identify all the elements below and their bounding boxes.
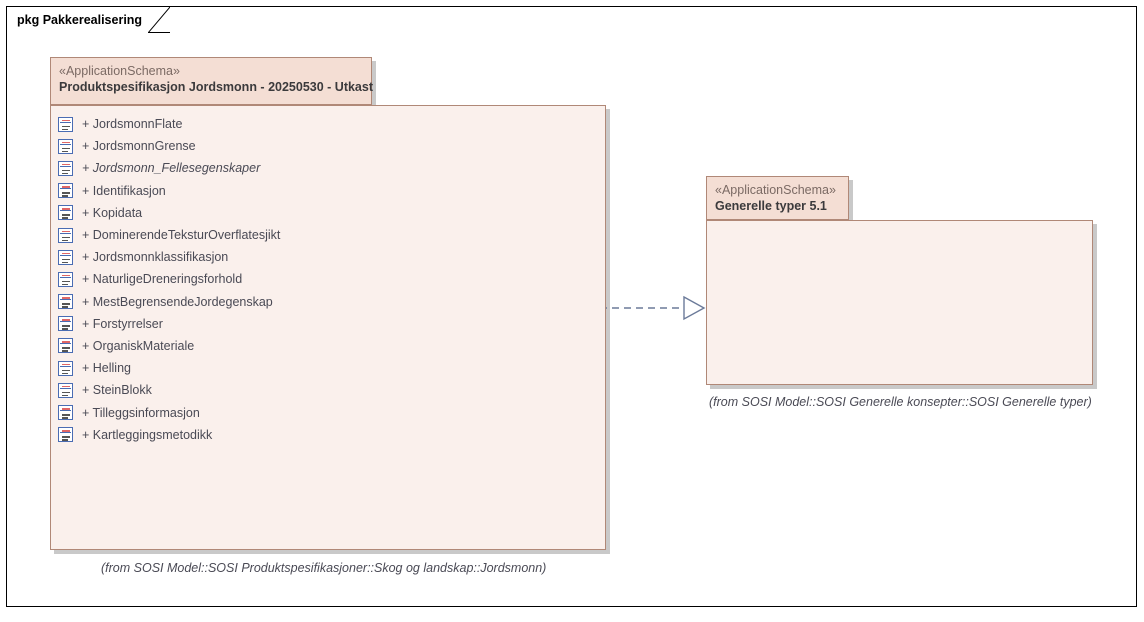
- list-item[interactable]: + SteinBlokk: [58, 379, 280, 401]
- list-item-label: + Kartleggingsmetodikk: [82, 427, 213, 442]
- package-caption: (from SOSI Model::SOSI Generelle konsept…: [709, 395, 1092, 409]
- list-item-label: + NaturligeDreneringsforhold: [82, 272, 243, 287]
- package-header[interactable]: «ApplicationSchema» Generelle typer 5.1: [706, 176, 849, 220]
- list-item-label: + Tilleggsinformasjon: [82, 405, 200, 420]
- class-icon: [58, 138, 73, 154]
- list-item[interactable]: + Helling: [58, 357, 280, 379]
- list-item[interactable]: + Kopidata: [58, 202, 280, 224]
- package-body: [706, 220, 1093, 385]
- list-item[interactable]: + Kartleggingsmetodikk: [58, 424, 280, 446]
- package-title: Produktspesifikasjon Jordsmonn - 2025053…: [59, 79, 373, 94]
- class-icon: [58, 249, 73, 265]
- list-item-label: + Jordsmonnklassifikasjon: [82, 250, 229, 265]
- list-item-label: + Forstyrrelser: [82, 316, 163, 331]
- package-frame-tab: pkg Pakkerealisering: [6, 6, 171, 33]
- class-icon: [58, 227, 73, 243]
- list-item-label: + OrganiskMateriale: [82, 338, 195, 353]
- list-item-label: + JordsmonnGrense: [82, 139, 196, 154]
- class-icon: [58, 316, 73, 332]
- package-stereotype: «ApplicationSchema»: [59, 64, 180, 78]
- realization-connector[interactable]: [600, 290, 715, 326]
- list-item[interactable]: + DominerendeTeksturOverflatesjikt: [58, 224, 280, 246]
- list-item-label: + Identifikasjon: [82, 183, 166, 198]
- list-item[interactable]: + Forstyrrelser: [58, 313, 280, 335]
- class-icon: [58, 338, 73, 354]
- package-title: Generelle typer 5.1: [715, 198, 827, 213]
- class-icon: [58, 271, 73, 287]
- class-icon: [58, 405, 73, 421]
- class-icon: [58, 183, 73, 199]
- class-icon: [58, 427, 73, 443]
- package-caption: (from SOSI Model::SOSI Produktspesifikas…: [101, 561, 547, 575]
- package-stereotype: «ApplicationSchema»: [715, 183, 836, 197]
- list-item-label: + Kopidata: [82, 205, 143, 220]
- list-item-label: + SteinBlokk: [82, 383, 152, 398]
- list-item[interactable]: + Jordsmonn_Fellesegenskaper: [58, 157, 280, 179]
- list-item[interactable]: + Identifikasjon: [58, 180, 280, 202]
- list-item[interactable]: + NaturligeDreneringsforhold: [58, 268, 280, 290]
- package-header-text: «ApplicationSchema» Generelle typer 5.1: [715, 183, 836, 214]
- class-icon: [58, 294, 73, 310]
- list-item[interactable]: + MestBegrensendeJordegenskap: [58, 291, 280, 313]
- class-icon: [58, 382, 73, 398]
- class-list: + JordsmonnFlate + JordsmonnGrense + Jor…: [58, 113, 280, 446]
- hollow-triangle-arrowhead-icon: [683, 295, 706, 321]
- class-icon: [58, 160, 73, 176]
- list-item-label: + JordsmonnFlate: [82, 117, 183, 132]
- frame-tab-slant-icon: [148, 6, 171, 33]
- list-item[interactable]: + Tilleggsinformasjon: [58, 401, 280, 423]
- package-header-text: «ApplicationSchema» Produktspesifikasjon…: [59, 64, 373, 95]
- list-item-label: + DominerendeTeksturOverflatesjikt: [82, 228, 281, 243]
- package-header[interactable]: «ApplicationSchema» Produktspesifikasjon…: [50, 57, 373, 105]
- list-item[interactable]: + OrganiskMateriale: [58, 335, 280, 357]
- list-item[interactable]: + Jordsmonnklassifikasjon: [58, 246, 280, 268]
- list-item[interactable]: + JordsmonnGrense: [58, 135, 280, 157]
- list-item-label: + MestBegrensendeJordegenskap: [82, 294, 273, 309]
- package-body: [50, 105, 606, 550]
- class-icon: [58, 116, 73, 132]
- list-item[interactable]: + JordsmonnFlate: [58, 113, 280, 135]
- class-icon: [58, 360, 73, 376]
- package-frame: [6, 6, 1137, 607]
- package-frame-label: pkg Pakkerealisering: [17, 12, 143, 27]
- class-icon: [58, 205, 73, 221]
- list-item-label: + Helling: [82, 361, 131, 376]
- list-item-label: + Jordsmonn_Fellesegenskaper: [82, 161, 261, 176]
